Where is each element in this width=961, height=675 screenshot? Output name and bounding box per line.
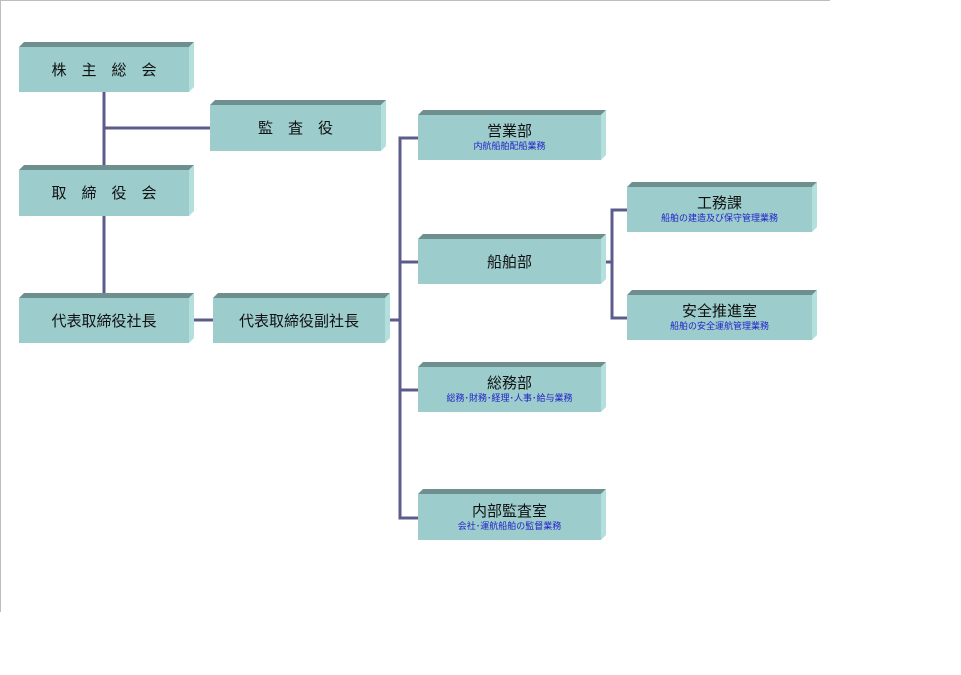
vice-president-box: 代表取締役副社長 xyxy=(213,293,390,343)
shareholders-meeting-box: 株 主 総 会 xyxy=(19,42,194,92)
internal-audit-office-title: 内部監査室 xyxy=(471,501,547,520)
engineering-section-title: 工務課 xyxy=(696,194,742,212)
box-side-face xyxy=(812,290,817,340)
box-front-face: 総務部 総務･財務･経理･人事･給与業務 xyxy=(418,367,601,412)
general-affairs-dept-box: 総務部 総務･財務･経理･人事･給与業務 xyxy=(418,362,606,412)
general-affairs-dept-subtitle: 総務･財務･経理･人事･給与業務 xyxy=(446,394,573,404)
box-top-face xyxy=(627,182,817,187)
sales-dept-box: 営業部 内航船舶配船業務 xyxy=(418,110,606,160)
box-front-face: 代表取締役副社長 xyxy=(213,298,385,343)
box-front-face: 船舶部 xyxy=(418,239,601,284)
box-side-face xyxy=(812,182,817,232)
ship-dept-title: 船舶部 xyxy=(486,252,532,271)
board-of-directors-title: 取 締 役 会 xyxy=(51,184,157,202)
president-box: 代表取締役社長 xyxy=(19,293,194,343)
vice-president-title: 代表取締役副社長 xyxy=(238,311,359,330)
frame-left-border xyxy=(0,0,1,612)
box-front-face: 取 締 役 会 xyxy=(19,170,189,216)
box-top-face xyxy=(19,165,194,170)
safety-office-box: 安全推進室 船舶の安全運航管理業務 xyxy=(627,290,817,340)
safety-office-subtitle: 船舶の安全運航管理業務 xyxy=(669,322,769,332)
box-side-face xyxy=(601,110,606,160)
auditor-title: 監 査 役 xyxy=(257,119,333,137)
box-front-face: 工務課 船舶の建造及び保守管理業務 xyxy=(627,187,812,232)
safety-office-title: 安全推進室 xyxy=(681,302,757,320)
box-top-face xyxy=(418,362,606,367)
box-side-face xyxy=(381,100,386,151)
box-top-face xyxy=(418,110,606,115)
internal-audit-office-box: 内部監査室 会社･運航船舶の監督業務 xyxy=(418,489,606,540)
box-top-face xyxy=(210,100,386,105)
auditor-box: 監 査 役 xyxy=(210,100,386,151)
ship-dept-box: 船舶部 xyxy=(418,234,606,284)
box-side-face xyxy=(601,362,606,412)
box-top-face xyxy=(418,489,606,494)
internal-audit-office-subtitle: 会社･運航船舶の監督業務 xyxy=(457,521,562,532)
box-top-face xyxy=(213,293,390,298)
president-title: 代表取締役社長 xyxy=(51,311,157,330)
box-front-face: 内部監査室 会社･運航船舶の監督業務 xyxy=(418,494,601,540)
box-side-face xyxy=(189,42,194,92)
engineering-section-box: 工務課 船舶の建造及び保守管理業務 xyxy=(627,182,817,232)
box-side-face xyxy=(601,234,606,284)
general-affairs-dept-title: 総務部 xyxy=(486,374,532,392)
box-side-face xyxy=(189,165,194,216)
box-side-face xyxy=(189,293,194,343)
box-front-face: 代表取締役社長 xyxy=(19,298,189,343)
box-front-face: 安全推進室 船舶の安全運航管理業務 xyxy=(627,295,812,340)
box-top-face xyxy=(19,293,194,298)
sales-dept-subtitle: 内航船舶配船業務 xyxy=(473,142,546,152)
box-top-face xyxy=(627,290,817,295)
box-front-face: 株 主 総 会 xyxy=(19,47,189,92)
box-side-face xyxy=(601,489,606,540)
shareholders-meeting-title: 株 主 総 会 xyxy=(51,60,157,79)
box-top-face xyxy=(19,42,194,47)
box-top-face xyxy=(418,234,606,239)
engineering-section-subtitle: 船舶の建造及び保守管理業務 xyxy=(660,214,778,224)
sales-dept-title: 営業部 xyxy=(486,122,532,140)
board-of-directors-box: 取 締 役 会 xyxy=(19,165,194,216)
frame-top-border xyxy=(0,0,830,1)
box-side-face xyxy=(385,293,390,343)
box-front-face: 監 査 役 xyxy=(210,105,381,151)
box-front-face: 営業部 内航船舶配船業務 xyxy=(418,115,601,160)
